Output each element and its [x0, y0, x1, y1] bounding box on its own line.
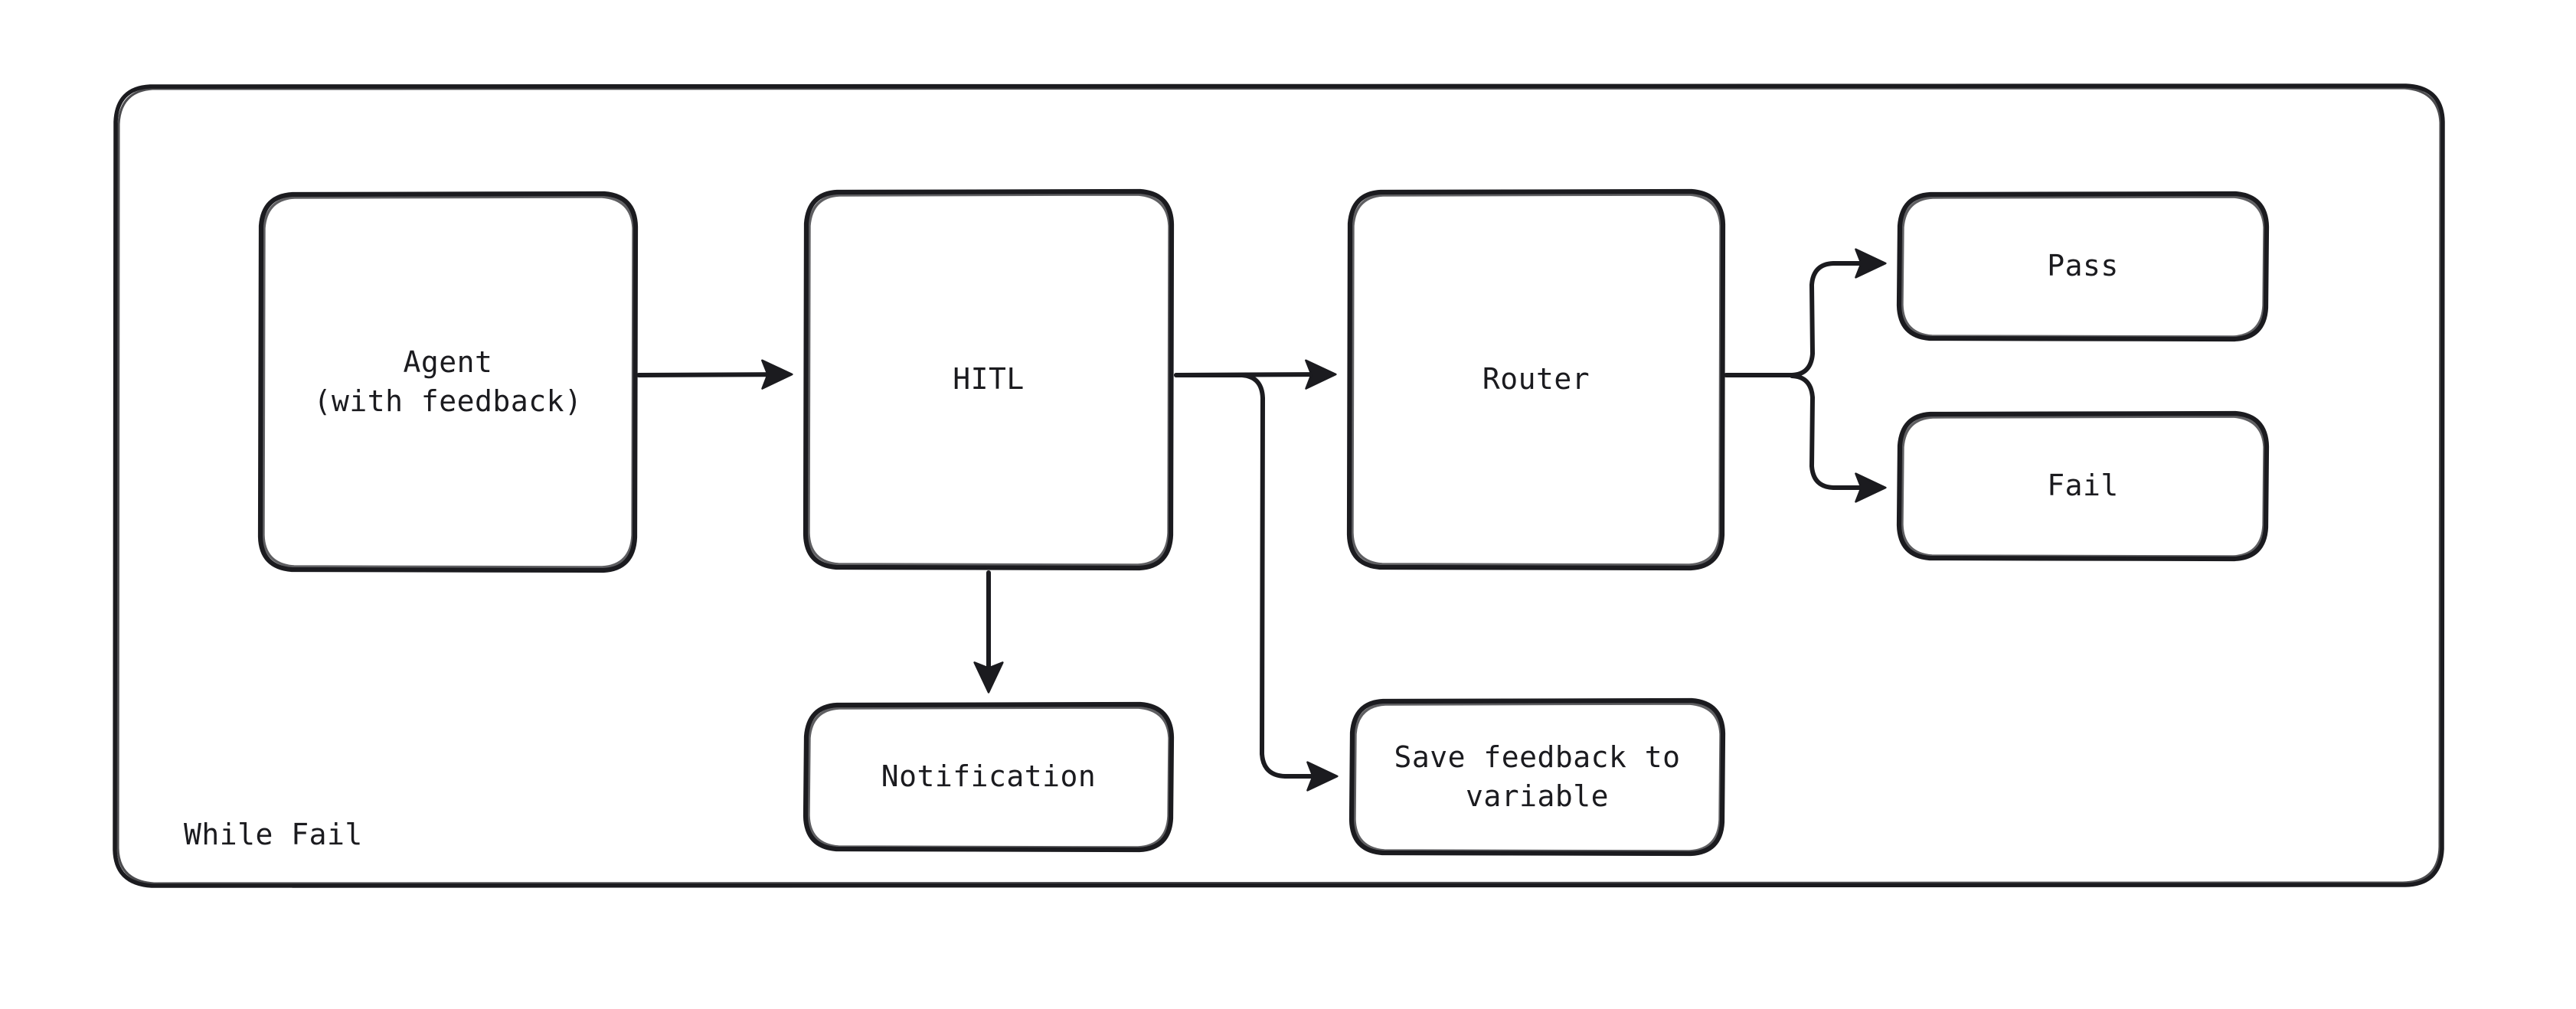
- edge-router-to-fail: [1790, 374, 1887, 503]
- edge-agent-to-hitl: [636, 359, 793, 390]
- node-notification-shape[interactable]: [803, 701, 1175, 853]
- node-fail-shape[interactable]: [1896, 410, 2270, 562]
- node-hitl-shape[interactable]: [803, 188, 1175, 571]
- node-pass-shape[interactable]: [1896, 191, 2270, 342]
- edge-router-to-pass: [1790, 248, 1887, 377]
- node-agent-shape[interactable]: [257, 191, 639, 573]
- while-fail-frame-label: While Fail: [184, 818, 363, 851]
- while-fail-frame: [113, 83, 2445, 888]
- edge-hitl-to-savefeedback: [1174, 373, 1339, 792]
- node-router-shape[interactable]: [1346, 188, 1726, 571]
- node-savefeedback-shape[interactable]: [1348, 697, 1726, 857]
